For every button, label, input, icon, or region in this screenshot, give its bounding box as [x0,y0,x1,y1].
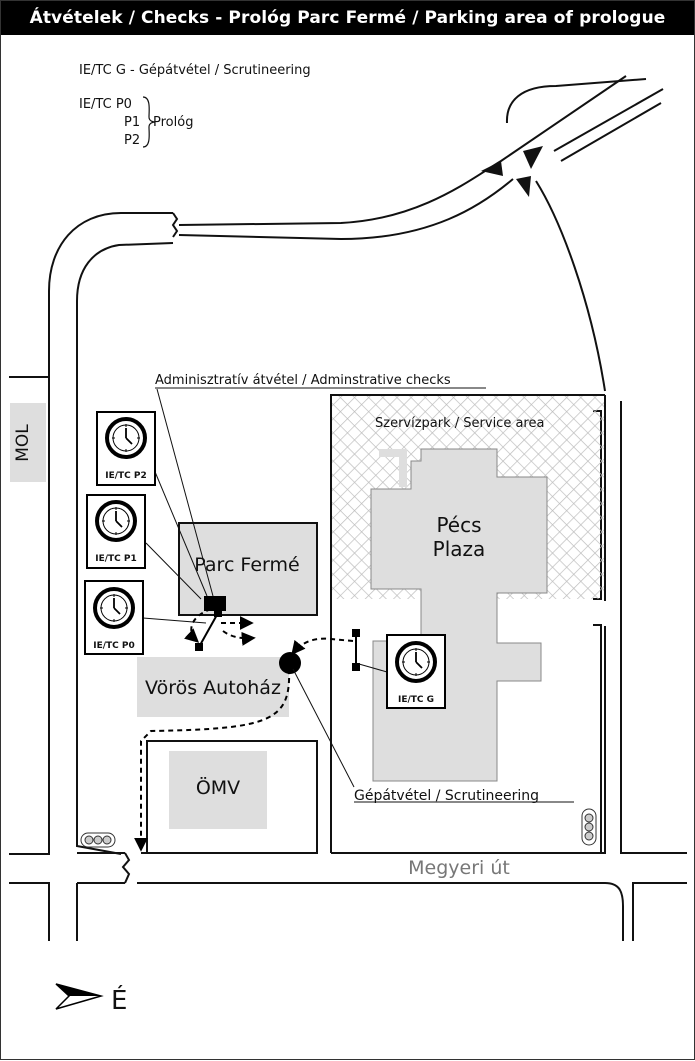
omv-label: ÖMV [196,776,240,799]
clock-p0-label: IE/TC P0 [93,641,135,651]
mol-station [10,403,46,482]
p1-pointer [145,542,202,600]
roundabout [481,146,543,197]
scrutineering-label: Gépátvétel / Scrutineering [354,788,539,804]
clock-p1: IE/TC P1 [86,494,146,569]
mol-label: MOL [13,424,33,462]
traffic-light-right [581,808,597,846]
clock-g: IE/TC G [386,634,446,709]
voros-autohaz-building [137,657,289,717]
scrutineering-gate [352,629,360,671]
north-arrow [55,983,104,1010]
road-name-label: Megyeri út [408,857,510,879]
map-title: Átvételek / Checks - Prológ Parc Fermé /… [1,1,694,35]
admin-pointer-line [156,388,214,597]
plaza-label-line1: Pécs [436,513,481,537]
legend-p2: P2 [124,133,140,148]
parc-ferme-building [178,522,318,616]
traffic-light-left [80,832,116,848]
p2-pointer [152,466,208,597]
p0-pointer [142,617,207,624]
g-pointer [358,663,388,673]
parc-ferme-gate [195,609,222,651]
admin-checks-label: Adminisztratív átvétel / Adminstrative c… [155,373,451,388]
clock-p0: IE/TC P0 [84,580,144,655]
legend-brace [142,96,156,148]
plaza-annex [379,449,407,457]
service-area-label: Szervízpark / Service area [375,416,544,431]
clock-p1-label: IE/TC P1 [95,554,137,564]
north-label: É [111,984,127,1016]
road-break-top [171,212,179,238]
plaza-label-line2: Plaza [433,537,486,561]
legend-p1: P1 [124,115,140,130]
road-break-bottom [121,852,131,884]
plaza-annex-2 [399,457,407,487]
clock-g-label: IE/TC G [398,695,434,705]
parc-ferme-label: Parc Fermé [194,554,299,576]
clock-p2: IE/TC P2 [96,411,156,486]
scrutineering-point [279,652,301,674]
voros-autohaz-label: Vörös Autoház [145,677,281,699]
legend-line1: IE/TC G - Gépátvétel / Scrutineering [79,63,311,78]
legend-prolog: Prológ [153,115,193,130]
admin-check-marker [204,596,226,611]
pecs-plaza-building [370,448,548,782]
legend-p0: IE/TC P0 [79,97,132,112]
route-arrows [134,608,354,852]
scrutineering-pointer [292,668,355,788]
clock-p2-label: IE/TC P2 [105,471,147,481]
omv-building [169,751,267,829]
